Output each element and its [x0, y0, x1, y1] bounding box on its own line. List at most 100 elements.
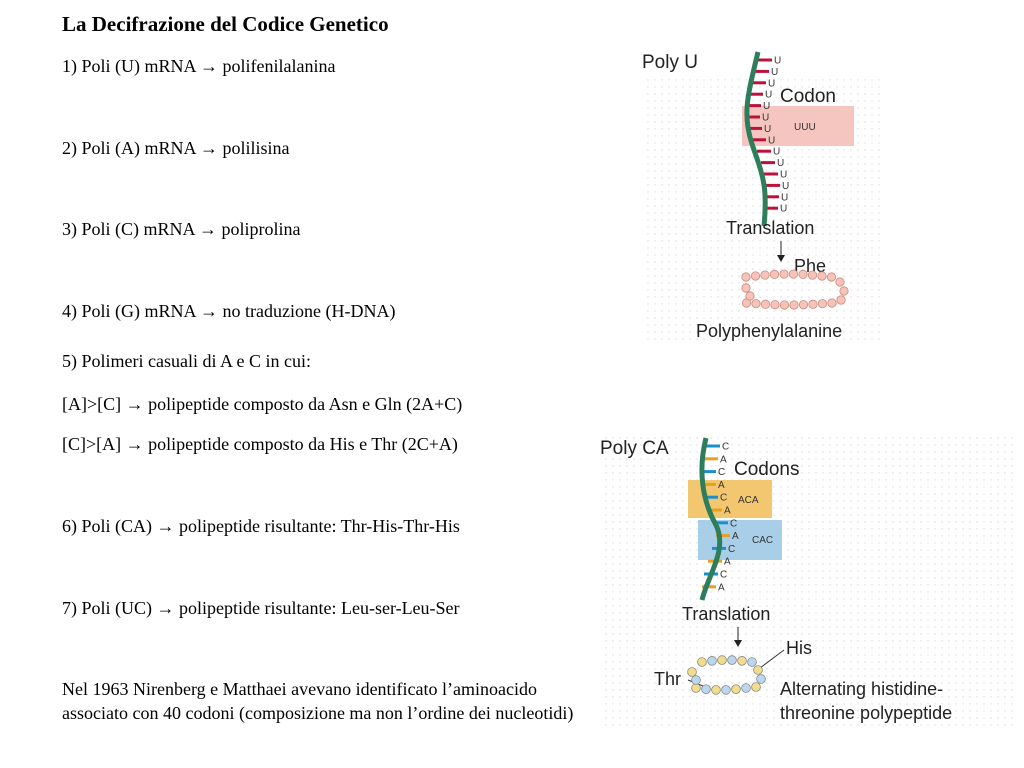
base-letter-2: C [718, 467, 725, 478]
his-label: His [786, 638, 812, 658]
codons-label: Codons [734, 459, 800, 480]
base-letter-7: A [732, 531, 739, 542]
base-letter-4: U [763, 101, 770, 112]
amino-acid-bead-21 [751, 299, 761, 309]
dot-background [600, 432, 1014, 728]
arrow-head [777, 255, 785, 262]
footnote-paragraph: Nel 1963 Nirenberg e Matthaei avevano id… [62, 679, 574, 723]
thr-label: Thr [654, 669, 681, 689]
base-letter-4: C [720, 493, 727, 504]
item-poly-ca: 6) Poli (CA) → polipeptide risultante: T… [62, 516, 460, 536]
amino-acid-bead-18 [779, 300, 790, 310]
base-letter-1: U [771, 67, 778, 78]
amino-acid-bead-7 [807, 270, 818, 280]
item-poly-a: 2) Poli (A) mRNA → polilisina [62, 138, 290, 158]
amino-acid-bead-20 [760, 299, 771, 309]
page-title: La Decifrazione del Codice Genetico [62, 12, 389, 36]
amino-acid-bead-14 [691, 683, 701, 693]
base-letter-3: A [718, 480, 725, 491]
codon-cac: CAC [752, 535, 773, 546]
amino-acid-bead-3 [769, 269, 780, 280]
base-letter-8: U [773, 147, 780, 158]
base-letter-0: C [722, 442, 729, 453]
amino-acid-bead-6 [753, 665, 763, 675]
base-letter-7: U [768, 135, 775, 146]
base-letter-6: U [764, 124, 771, 135]
arrow-head [734, 640, 742, 647]
amino-acid-bead-23 [745, 291, 755, 301]
base-letter-6: C [730, 518, 737, 529]
base-letter-9: A [724, 557, 731, 568]
mrna-strand [744, 51, 768, 227]
poly-u-label: Poly U [642, 52, 698, 73]
amino-acid-bead-15 [691, 675, 701, 685]
amino-acid-bead-5 [747, 657, 757, 667]
amino-acid-bead-8 [751, 682, 761, 692]
amino-acid-bead-11 [721, 685, 731, 695]
product-line-2: threonine polypeptide [780, 703, 952, 723]
item-poly-g: 4) Poli (G) mRNA → no traduzione (H-DNA) [62, 301, 396, 321]
amino-acid-bead-1 [707, 656, 717, 666]
amino-acid-bead-13 [827, 298, 837, 308]
amino-acid-bead-1 [750, 271, 761, 281]
base-letter-8: C [728, 544, 735, 555]
item-random-polymers: 5) Polimeri casuali di A e C in cui: [62, 351, 311, 371]
codon-box-cac [698, 520, 782, 560]
poly-ca-label: Poly CA [600, 438, 669, 459]
amino-acid-bead-0 [741, 272, 751, 282]
base-letter-5: A [724, 506, 731, 517]
amino-acid-bead-11 [839, 286, 849, 296]
amino-acid-bead-10 [835, 277, 845, 287]
amino-acid-bead-12 [836, 295, 846, 305]
amino-acid-bead-19 [770, 300, 780, 310]
his-pointer [759, 649, 785, 669]
codon-uuu: UUU [794, 122, 816, 133]
amino-acid-bead-8 [817, 271, 827, 281]
amino-acid-bead-4 [737, 656, 747, 666]
amino-acid-bead-17 [789, 300, 799, 310]
amino-acid-bead-6 [798, 269, 808, 280]
translation-label: Translation [726, 218, 814, 238]
amino-acid-bead-5 [788, 269, 799, 279]
base-letter-1: A [720, 454, 727, 465]
base-letter-2: U [768, 78, 775, 89]
amino-acid-bead-9 [826, 272, 837, 282]
amino-acid-bead-13 [701, 684, 711, 694]
amino-acid-bead-2 [717, 655, 727, 665]
base-letter-9: U [777, 158, 784, 169]
amino-acid-bead-15 [808, 299, 818, 309]
amino-acid-bead-3 [727, 655, 737, 665]
amino-acid-bead-16 [687, 667, 697, 677]
codon-aca: ACA [738, 495, 759, 506]
amino-acid-bead-16 [798, 300, 809, 310]
base-letter-3: U [765, 90, 772, 101]
item-a-greater-c: [A]>[C] → polipeptide composto da Asn e … [62, 394, 463, 414]
item-poly-c: 3) Poli (C) mRNA → poliprolina [62, 219, 301, 239]
amino-acid-bead-4 [779, 269, 789, 279]
item-c-greater-a: [C]>[A] → polipeptide composto da His e … [62, 434, 458, 454]
amino-acid-bead-24 [741, 283, 751, 293]
base-letter-10: C [720, 570, 727, 581]
base-letter-13: U [780, 204, 787, 215]
base-letter-10: U [780, 170, 787, 181]
translation-label: Translation [682, 604, 770, 624]
amino-acid-bead-2 [760, 270, 770, 280]
base-letter-12: U [781, 192, 788, 203]
base-letter-11: A [718, 582, 725, 593]
amino-acid-bead-10 [731, 684, 741, 694]
amino-acid-bead-12 [711, 685, 721, 695]
amino-acid-bead-7 [756, 674, 766, 684]
base-letter-5: U [762, 113, 769, 124]
item-poly-u: 1) Poli (U) mRNA → polifenilalanina [62, 56, 336, 76]
product-line-1: Alternating histidine- [780, 679, 943, 699]
amino-acid-bead-14 [817, 299, 828, 309]
base-letter-0: U [774, 56, 781, 67]
amino-acid-bead-0 [697, 657, 707, 667]
mrna-strand [699, 437, 723, 601]
amino-acid-bead-9 [741, 683, 751, 693]
item-poly-uc: 7) Poli (UC) → polipeptide risultante: L… [62, 598, 460, 618]
polyphenylalanine-label: Polyphenylalanine [696, 321, 842, 341]
base-letter-11: U [782, 181, 789, 192]
